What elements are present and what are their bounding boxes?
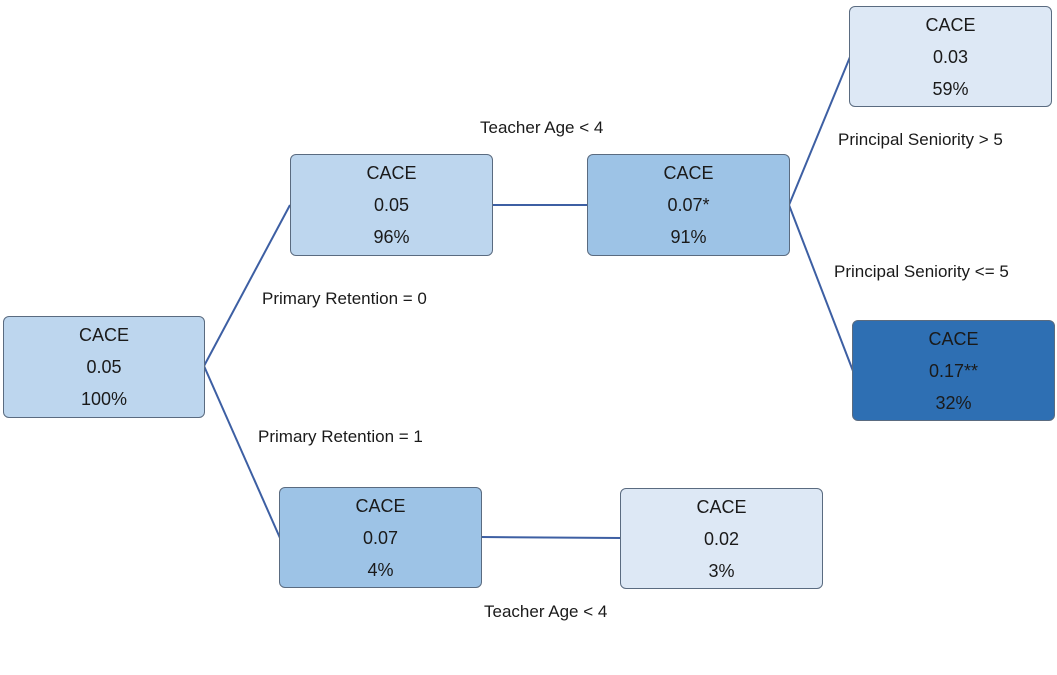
node-value: 0.17** [928,360,979,381]
node-metric: CACE [366,163,417,183]
edge-label-principal-seniority-gt: Principal Seniority > 5 [838,130,1003,149]
node-top-right: CACE 0.03 59% [849,6,1052,107]
node-value: 0.05 [86,357,122,377]
edge-lower-left-to-lower-right [480,536,622,539]
node-share: 32% [935,392,972,413]
node-share: 3% [708,560,735,581]
node-share: 91% [670,227,707,247]
node-lower-left: CACE 0.07 4% [279,487,482,588]
edge-label-teacher-age-upper: Teacher Age < 4 [480,118,604,137]
node-value: 0.07* [667,195,710,215]
node-metric: CACE [925,14,976,35]
node-upper-left: CACE 0.05 96% [290,154,493,256]
edge-upper-mid-to-top-right [788,56,851,206]
node-share: 100% [80,389,128,409]
node-share: 4% [367,559,394,580]
node-metric: CACE [696,496,747,517]
edge-label-principal-seniority-le: Principal Seniority <= 5 [834,262,1009,281]
node-metric: CACE [663,163,714,183]
node-metric: CACE [928,328,979,349]
edge-label-teacher-age-lower: Teacher Age < 4 [484,602,608,621]
node-upper-mid: CACE 0.07* 91% [587,154,790,256]
node-share: 59% [932,78,969,99]
node-lower-right: CACE 0.02 3% [620,488,823,589]
edge-label-primary-retention-0: Primary Retention = 0 [262,289,427,308]
edge-label-primary-retention-1: Primary Retention = 1 [258,427,423,446]
edge-root-to-upper-left [203,204,291,367]
node-metric: CACE [355,495,406,516]
node-right-dark: CACE 0.17** 32% [852,320,1055,421]
node-metric: CACE [78,325,129,345]
node-value: 0.02 [703,528,740,549]
edge-upper-mid-to-right-dark [788,204,854,372]
node-value: 0.05 [373,195,410,215]
edge-root-to-lower-left [203,365,281,539]
node-value: 0.03 [932,46,969,67]
node-value: 0.07 [362,527,399,548]
node-root: CACE 0.05 100% [3,316,205,418]
node-share: 96% [373,227,410,247]
